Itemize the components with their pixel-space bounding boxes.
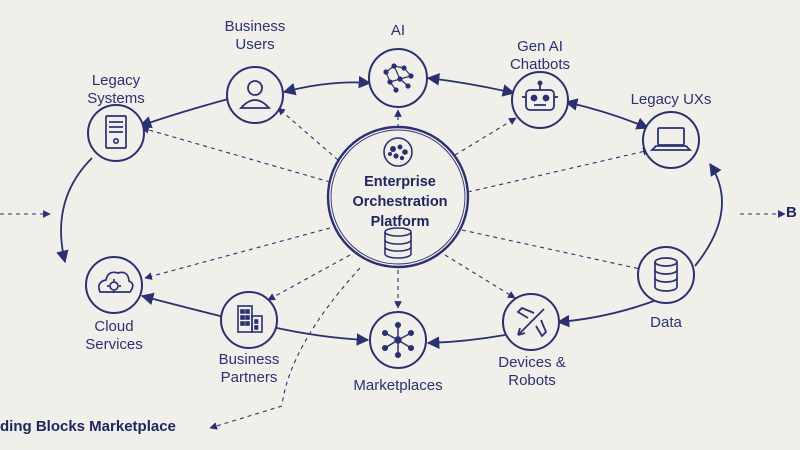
hub-node bbox=[326, 125, 470, 269]
node-gen-ai-chatbots bbox=[511, 71, 569, 129]
label-line: Devices & bbox=[498, 354, 566, 371]
label-line: Robots bbox=[508, 372, 556, 389]
node-legacy-systems bbox=[87, 104, 145, 162]
label-legacy-uxs: Legacy UXs bbox=[612, 91, 730, 109]
hub-title-line: Platform bbox=[370, 214, 430, 230]
label-line: Legacy UXs bbox=[630, 91, 712, 108]
node-business-users bbox=[226, 66, 284, 124]
label-line: Business bbox=[218, 351, 280, 368]
node-marketplaces bbox=[369, 311, 427, 369]
label-line: Chatbots bbox=[509, 56, 571, 73]
label-devices-robots: Devices & Robots bbox=[476, 354, 588, 390]
label-marketplaces: Marketplaces bbox=[333, 377, 463, 395]
label-data: Data bbox=[626, 314, 706, 332]
hub-title: Enterprise Orchestration Platform bbox=[330, 172, 470, 232]
label-line: Users bbox=[235, 36, 275, 53]
label-cloud-services: Cloud Services bbox=[66, 318, 162, 354]
hub-title-line: Enterprise bbox=[364, 174, 436, 190]
hub-spokes bbox=[0, 107, 786, 430]
laptop-icon bbox=[649, 127, 693, 151]
label-business-partners: Business Partners bbox=[199, 351, 299, 387]
label-line: AI bbox=[390, 22, 406, 39]
node-data bbox=[637, 246, 695, 304]
node-business-partners bbox=[220, 291, 278, 349]
label-line: Legacy bbox=[91, 72, 141, 89]
node-legacy-uxs bbox=[642, 111, 700, 169]
label-line: Gen AI bbox=[517, 38, 563, 55]
label-line: Cloud bbox=[94, 318, 134, 335]
server-icon bbox=[105, 115, 127, 149]
robot-icon bbox=[522, 80, 558, 111]
cloud-gear-icon bbox=[98, 271, 134, 293]
database-icon bbox=[654, 257, 678, 292]
building-icon bbox=[237, 305, 263, 333]
label-business-users: Business Users bbox=[205, 18, 305, 54]
label-line: Marketplaces bbox=[353, 377, 443, 394]
node-devices-robots bbox=[502, 293, 560, 351]
label-line: Business bbox=[224, 18, 286, 35]
ring-connectors bbox=[56, 73, 723, 349]
node-ai bbox=[368, 48, 428, 108]
hub-title-line: Orchestration bbox=[352, 194, 448, 210]
label-line: Partners bbox=[220, 369, 278, 386]
database-icon bbox=[384, 227, 412, 259]
label-gen-ai-chatbots: Gen AI Chatbots bbox=[488, 38, 592, 74]
network-hub-icon bbox=[381, 321, 415, 359]
right-edge-label: B bbox=[786, 204, 797, 221]
label-line: Services bbox=[85, 336, 143, 353]
label-legacy-systems: Legacy Systems bbox=[66, 72, 166, 108]
building-blocks-marketplace-label: ding Blocks Marketplace bbox=[0, 418, 176, 435]
user-icon bbox=[239, 80, 271, 109]
label-ai: AI bbox=[368, 22, 428, 40]
neural-brain-icon bbox=[383, 63, 414, 93]
airplane-icon bbox=[516, 306, 548, 338]
label-line: Systems bbox=[87, 90, 145, 107]
brain-cluster-icon bbox=[383, 137, 413, 167]
node-cloud-services bbox=[85, 256, 143, 314]
label-line: Data bbox=[650, 314, 682, 331]
